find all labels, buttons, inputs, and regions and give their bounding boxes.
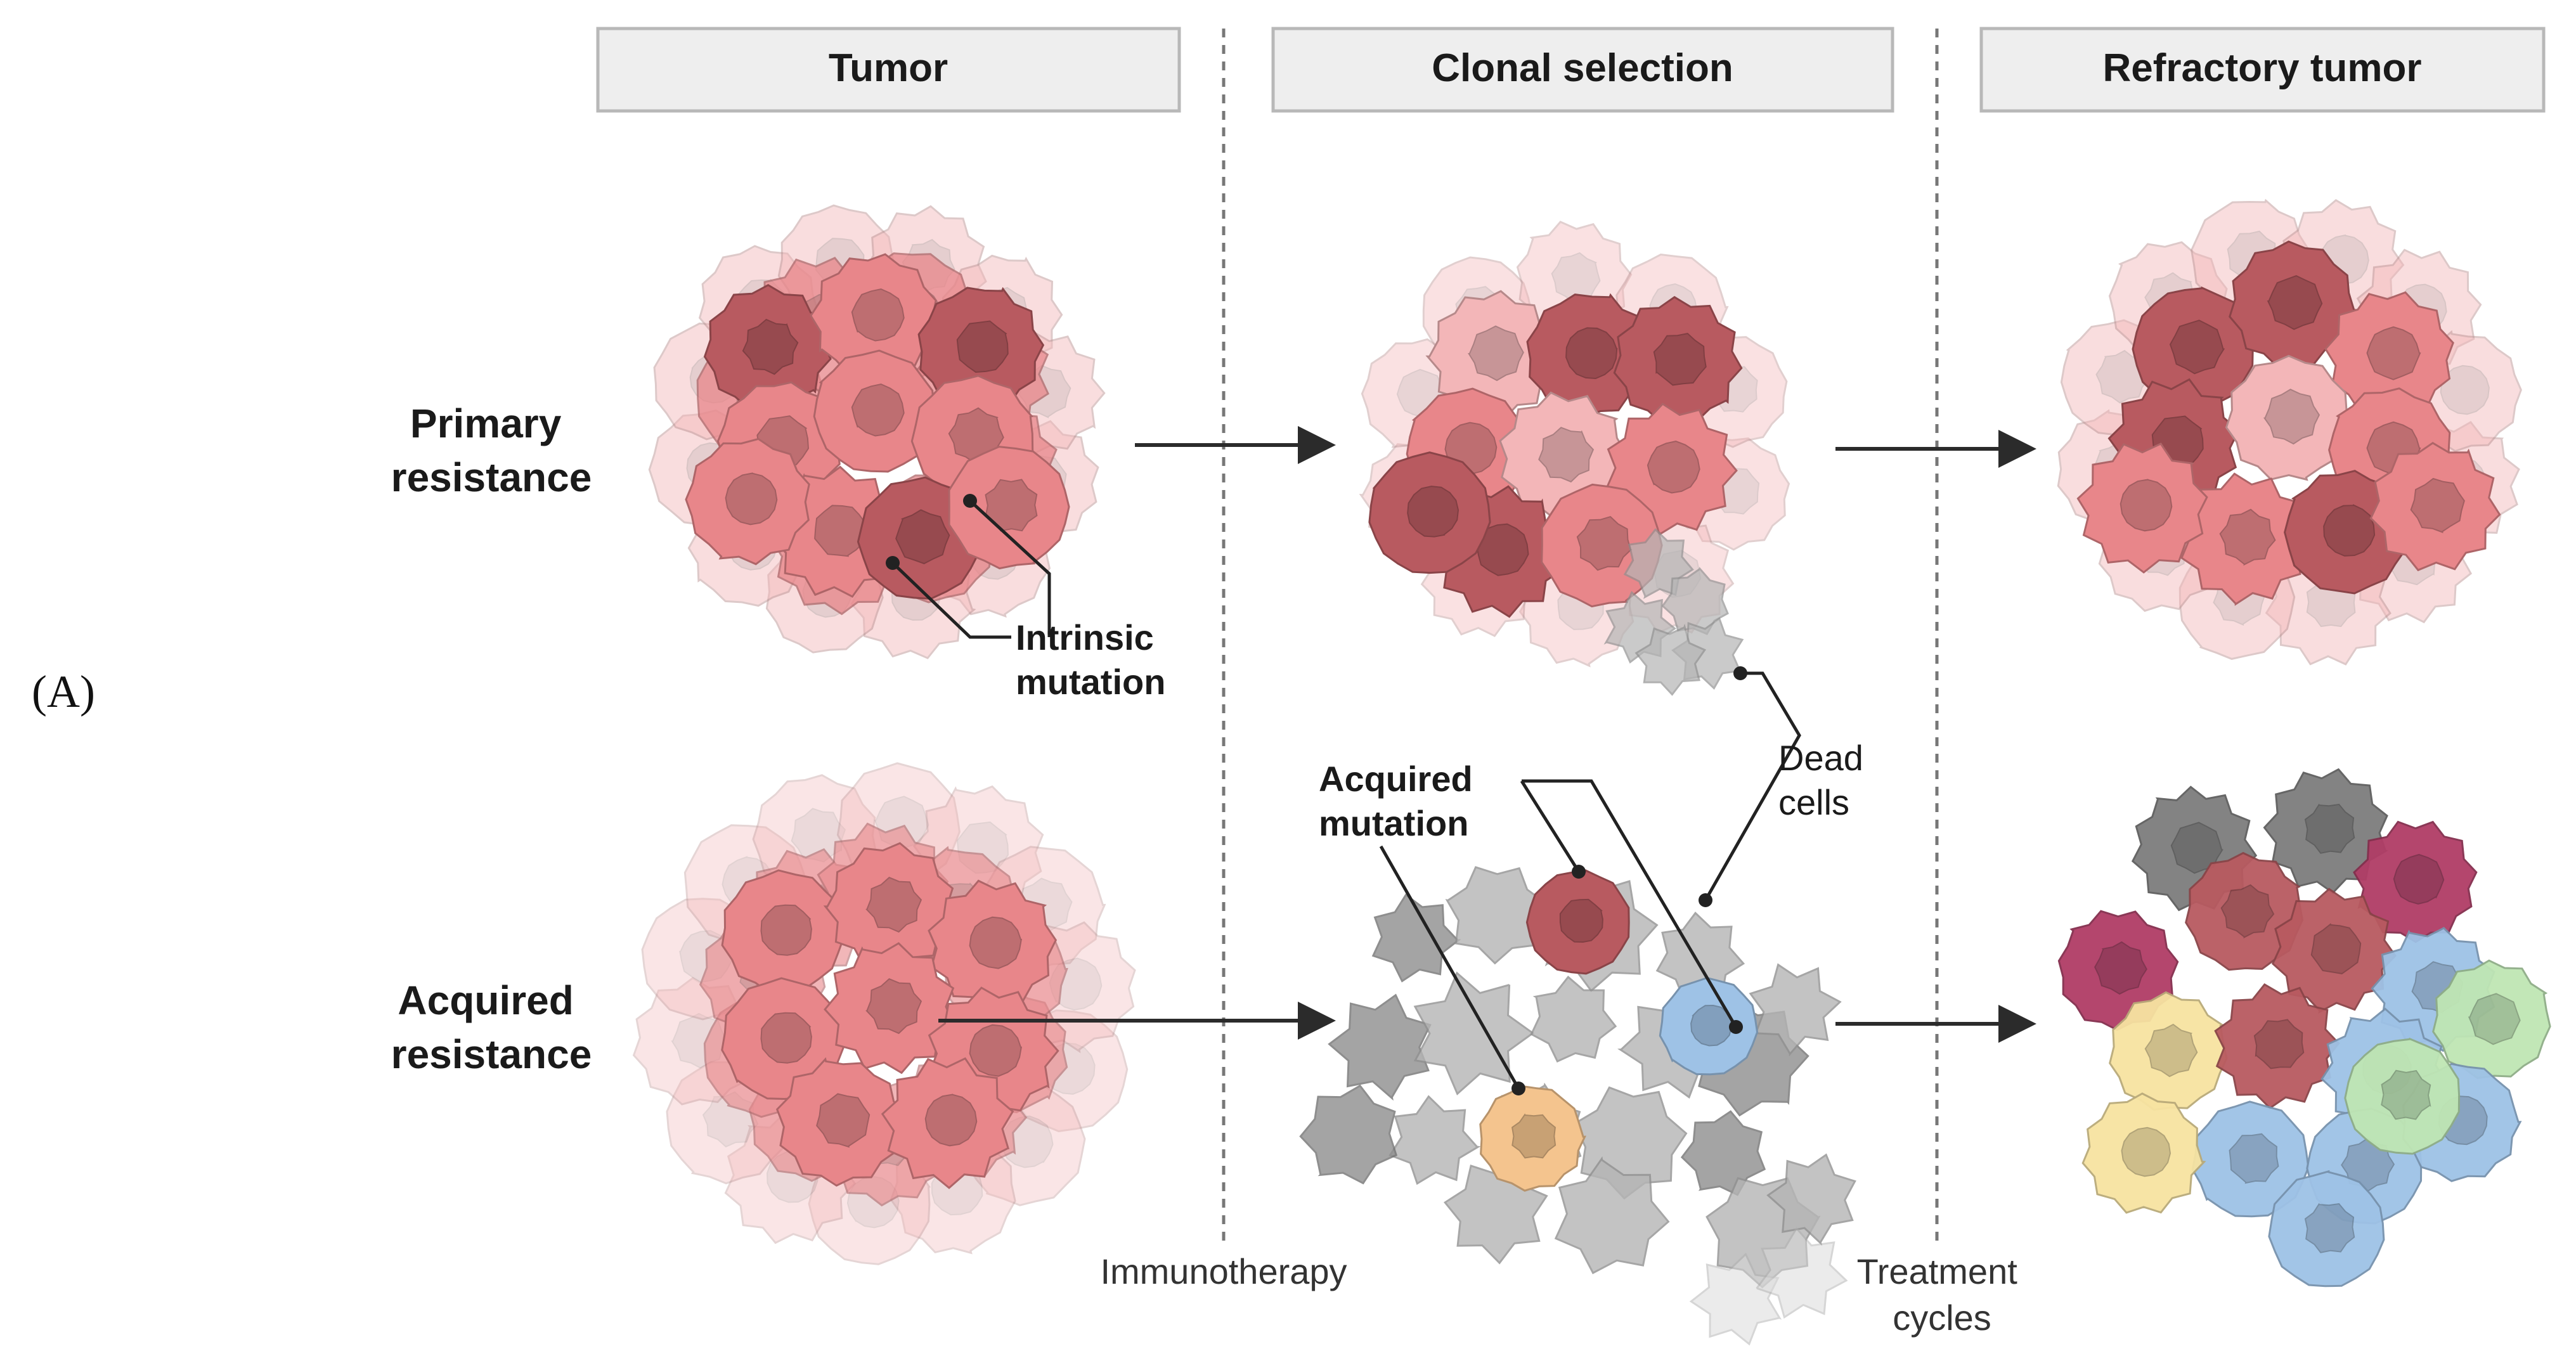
- tumor-cell: [823, 842, 954, 972]
- intrinsic-mutation-callout: Intrinsic mutation: [886, 494, 1165, 702]
- acquired-selection-cluster: [1299, 866, 1856, 1346]
- dead-cells-label: Dead cells: [1778, 738, 1873, 822]
- tumor-cell: [810, 253, 937, 380]
- header-clonal-selection-label: Clonal selection: [1432, 46, 1733, 90]
- header-clonal-selection: Clonal selection: [1271, 27, 1894, 113]
- intrinsic-mutation-label: Intrinsic mutation: [1016, 617, 1165, 702]
- tumor-cell: [2271, 888, 2397, 1014]
- tumor-cell: [1613, 295, 1743, 424]
- tumor-cell: [2076, 442, 2208, 574]
- acquired-tumor-cluster: [632, 762, 1136, 1265]
- header-tumor: Tumor: [596, 27, 1181, 113]
- tumor-cell: [2225, 354, 2352, 481]
- primary-tumor-cluster: [648, 204, 1106, 659]
- tumor-cell: [2369, 442, 2501, 572]
- tumor-cell: [2229, 240, 2359, 368]
- acquired-mutation-label: Acquired mutation: [1319, 759, 1482, 843]
- dead-cell-fragment: [1680, 1110, 1766, 1196]
- acquired-mutation-cell: [1659, 977, 1759, 1076]
- primary-selection-cluster: [1359, 221, 1790, 696]
- tumor-cell: [1425, 290, 1557, 421]
- tumor-cell: [2353, 820, 2478, 943]
- tumor-cell: [2109, 991, 2228, 1111]
- tumor-cell: [824, 942, 955, 1075]
- dead-cell-fragment: [1530, 976, 1617, 1063]
- tumor-cell: [2180, 472, 2312, 606]
- step-treatment-cycles: Treatment cycles: [1857, 1251, 2028, 1338]
- header-tumor-label: Tumor: [829, 46, 948, 90]
- dead-cell-fragment: [1388, 1095, 1481, 1185]
- tumor-cell: [928, 879, 1058, 1011]
- tumor-cell: [1368, 451, 1491, 574]
- step-immunotherapy: Immunotherapy: [1100, 1251, 1347, 1291]
- tumor-cell: [881, 1057, 1014, 1189]
- tumor-cell: [775, 1057, 904, 1187]
- tumor-cell: [2191, 1101, 2310, 1218]
- tumor-cell: [721, 869, 846, 995]
- tumor-cell: [2324, 291, 2454, 420]
- acquired-mutation-cell: [1525, 869, 1630, 975]
- tumor-cell: [2284, 470, 2407, 595]
- dead-cell-fragment: [1328, 993, 1432, 1101]
- tumor-cell: [2268, 1170, 2385, 1288]
- tumor-cell: [2344, 1037, 2461, 1155]
- dead-cell-fragment: [1749, 963, 1842, 1057]
- dead-cell-fragment: [1299, 1084, 1398, 1185]
- dead-cell-fragment: [1554, 1156, 1670, 1275]
- primary-refractory-cluster: [2057, 198, 2522, 666]
- tumor-cell: [948, 446, 1070, 570]
- header-refractory-tumor-label: Refractory tumor: [2103, 46, 2422, 90]
- header-refractory-tumor: Refractory tumor: [1979, 27, 2546, 113]
- dead-cell-fragment: [1371, 893, 1461, 983]
- acquired-refractory-cluster: [2057, 768, 2551, 1288]
- acquired-mutation-callout: Acquired mutation: [1319, 759, 1743, 1095]
- tumor-cell: [685, 437, 810, 565]
- dead-cell-fragment: [1413, 971, 1535, 1095]
- row-label-primary: Primary resistance: [391, 401, 592, 500]
- tumor-cell: [813, 349, 936, 473]
- tumor-cell: [2214, 983, 2340, 1110]
- tumor-cell: [2263, 768, 2388, 894]
- tumor-cell: [2081, 1092, 2206, 1214]
- panel-label: (A): [32, 666, 95, 717]
- tumor-cell: [1526, 293, 1653, 419]
- acquired-mutation-cell: [1479, 1085, 1587, 1192]
- dead-cell-fragment: [1756, 1226, 1848, 1319]
- tumor-cell: [2432, 959, 2551, 1080]
- row-label-acquired: Acquired resistance: [391, 978, 592, 1077]
- dead-cell-fragment: [1766, 1153, 1856, 1246]
- tumor-cell: [2057, 910, 2179, 1031]
- dead-cells-callout: Dead cells: [1699, 666, 1873, 907]
- dead-cell-fragment: [1634, 623, 1707, 696]
